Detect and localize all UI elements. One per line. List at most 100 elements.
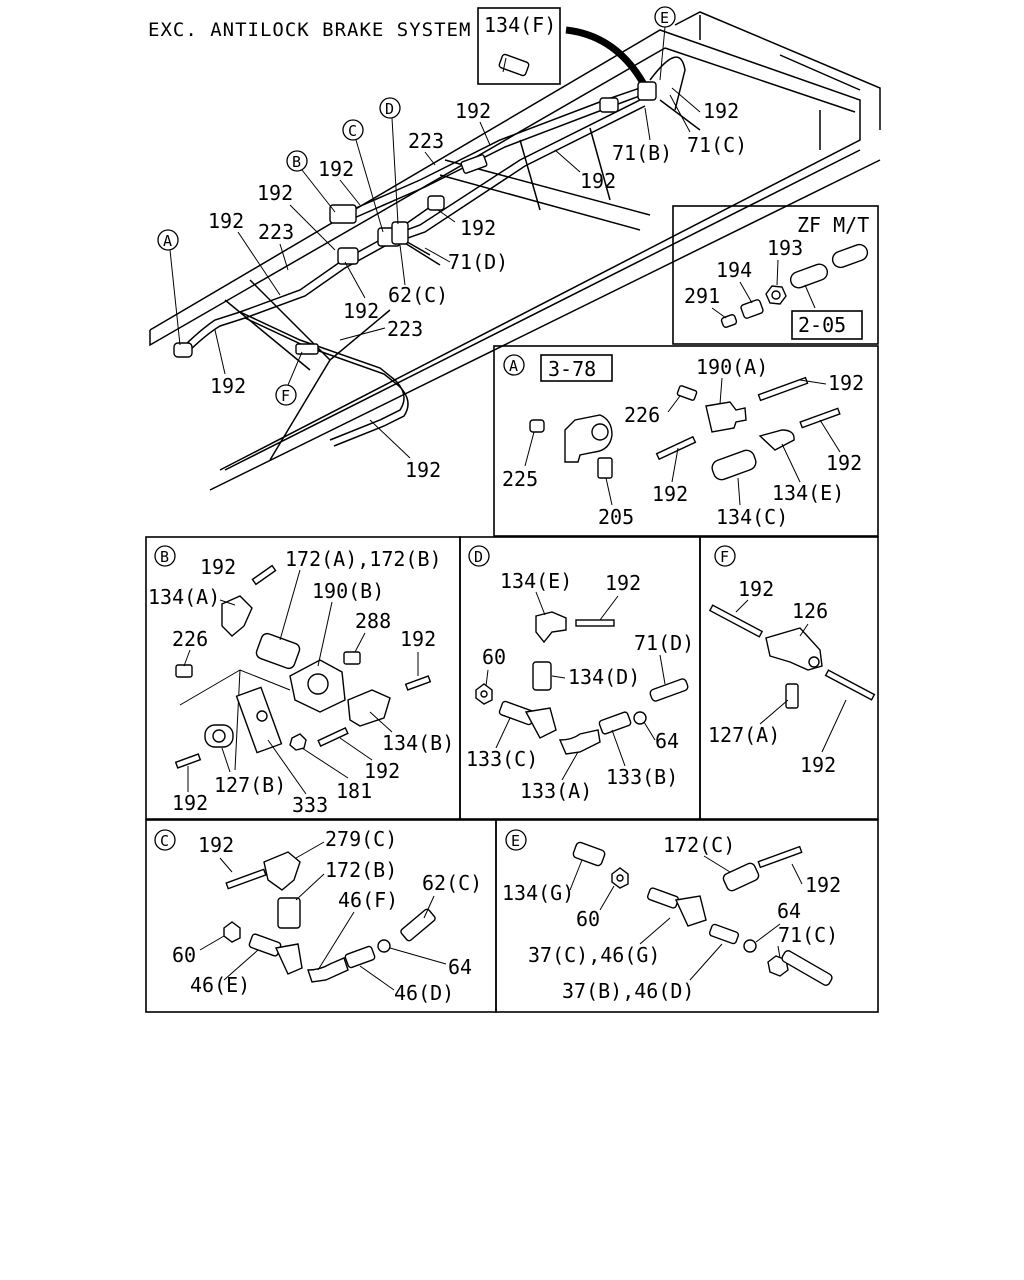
svg-text:190(B): 190(B) (312, 579, 384, 603)
panel-f-parts (708, 604, 876, 709)
svg-text:192: 192 (455, 99, 491, 123)
marker-c: C (342, 119, 384, 233)
pipe-clip-icon (427, 195, 445, 211)
svg-text:333: 333 (292, 793, 328, 817)
panel-b-marker: B (154, 545, 176, 567)
svg-text:192: 192 (703, 99, 739, 123)
label-193: 193 (767, 236, 803, 260)
brake-pipes (179, 56, 701, 447)
svg-text:71(C): 71(C) (687, 133, 747, 157)
svg-text:192: 192 (210, 374, 246, 398)
svg-text:192: 192 (826, 451, 862, 475)
callout-label-134f: 134(F) (484, 13, 556, 37)
svg-text:60: 60 (172, 943, 196, 967)
svg-text:192: 192 (172, 791, 208, 815)
svg-text:E: E (511, 832, 520, 850)
panel-e (495, 819, 879, 1013)
svg-text:134(E): 134(E) (500, 569, 572, 593)
svg-text:A: A (509, 357, 518, 375)
svg-text:C: C (348, 122, 357, 140)
fitting-a-icon (173, 342, 193, 358)
panel-a-marker: A (503, 354, 525, 376)
svg-text:E: E (660, 9, 669, 27)
panel-e-marker: E (505, 829, 527, 851)
panel-a (493, 345, 879, 537)
svg-text:62(C): 62(C) (422, 871, 482, 895)
panel-b-parts (174, 564, 432, 771)
marker-f: F (275, 351, 303, 406)
svg-text:192: 192 (405, 458, 441, 482)
svg-text:71(B): 71(B) (612, 141, 672, 165)
svg-text:134(C): 134(C) (716, 505, 788, 529)
fitting-134f-icon (498, 53, 530, 77)
panel-c-parts (223, 851, 436, 983)
svg-text:46(D): 46(D) (394, 981, 454, 1005)
svg-text:192: 192 (738, 577, 774, 601)
ref-3-78: 3-78 (548, 357, 596, 381)
svg-text:A: A (163, 232, 172, 250)
svg-text:D: D (385, 100, 394, 118)
label-194: 194 (716, 258, 752, 282)
marker-b: B (286, 150, 336, 213)
callout-box-134f (477, 7, 561, 85)
svg-text:192: 192 (364, 759, 400, 783)
svg-text:223: 223 (387, 317, 423, 341)
svg-text:64: 64 (448, 955, 472, 979)
svg-text:192: 192 (605, 571, 641, 595)
svg-text:71(D): 71(D) (448, 250, 508, 274)
label-291: 291 (684, 284, 720, 308)
svg-text:192: 192 (318, 157, 354, 181)
svg-text:B: B (292, 153, 301, 171)
svg-text:127(A): 127(A) (708, 723, 780, 747)
svg-text:172(C): 172(C) (663, 833, 735, 857)
svg-text:B: B (160, 548, 169, 566)
svg-text:226: 226 (172, 627, 208, 651)
svg-text:192: 192 (257, 181, 293, 205)
svg-text:37(C),46(G): 37(C),46(G) (528, 943, 660, 967)
svg-text:60: 60 (576, 907, 600, 931)
svg-text:134(D): 134(D) (568, 665, 640, 689)
panel-zf-mt (672, 205, 879, 345)
callout-arrow (565, 26, 652, 94)
svg-text:192: 192 (805, 873, 841, 897)
fitting-d-icon (391, 221, 409, 245)
svg-text:134(B): 134(B) (382, 731, 454, 755)
svg-text:C: C (160, 832, 169, 850)
svg-text:192: 192 (460, 216, 496, 240)
fitting-f-icon (295, 343, 319, 355)
panel-d-parts (475, 611, 689, 755)
svg-text:190(A): 190(A) (696, 355, 768, 379)
marker-a: A (157, 229, 181, 346)
svg-text:192: 192 (580, 169, 616, 193)
svg-text:60: 60 (482, 645, 506, 669)
fitting-b3-icon (599, 97, 619, 113)
svg-text:71(C): 71(C) (778, 923, 838, 947)
svg-text:192: 192 (200, 555, 236, 579)
marker-d: D (379, 97, 401, 225)
panel-e-parts (572, 841, 833, 986)
panel-f (699, 536, 879, 820)
marker-e: E (654, 6, 676, 81)
svg-text:37(B),46(D): 37(B),46(D) (562, 979, 694, 1003)
svg-text:226: 226 (624, 403, 660, 427)
svg-text:62(C): 62(C) (388, 283, 448, 307)
svg-text:64: 64 (655, 729, 679, 753)
svg-text:133(A): 133(A) (520, 779, 592, 803)
svg-text:192: 192 (800, 753, 836, 777)
svg-text:223: 223 (258, 220, 294, 244)
panel-c-marker: C (154, 829, 176, 851)
fitting-b-icon (329, 204, 357, 224)
main-view-labels: 192 192 192 192 192 192 192 192 192 192 … (208, 87, 747, 482)
svg-text:134(A): 134(A) (148, 585, 220, 609)
fitting-e-icon (637, 81, 657, 101)
ref-2-05: 2-05 (798, 313, 846, 337)
svg-text:192: 192 (400, 627, 436, 651)
svg-text:279(C): 279(C) (325, 827, 397, 851)
svg-text:F: F (720, 548, 729, 566)
svg-text:71(D): 71(D) (634, 631, 694, 655)
svg-text:D: D (474, 548, 483, 566)
svg-text:46(E): 46(E) (190, 973, 250, 997)
svg-text:225: 225 (502, 467, 538, 491)
svg-text:181: 181 (336, 779, 372, 803)
panel-d-marker: D (468, 545, 490, 567)
